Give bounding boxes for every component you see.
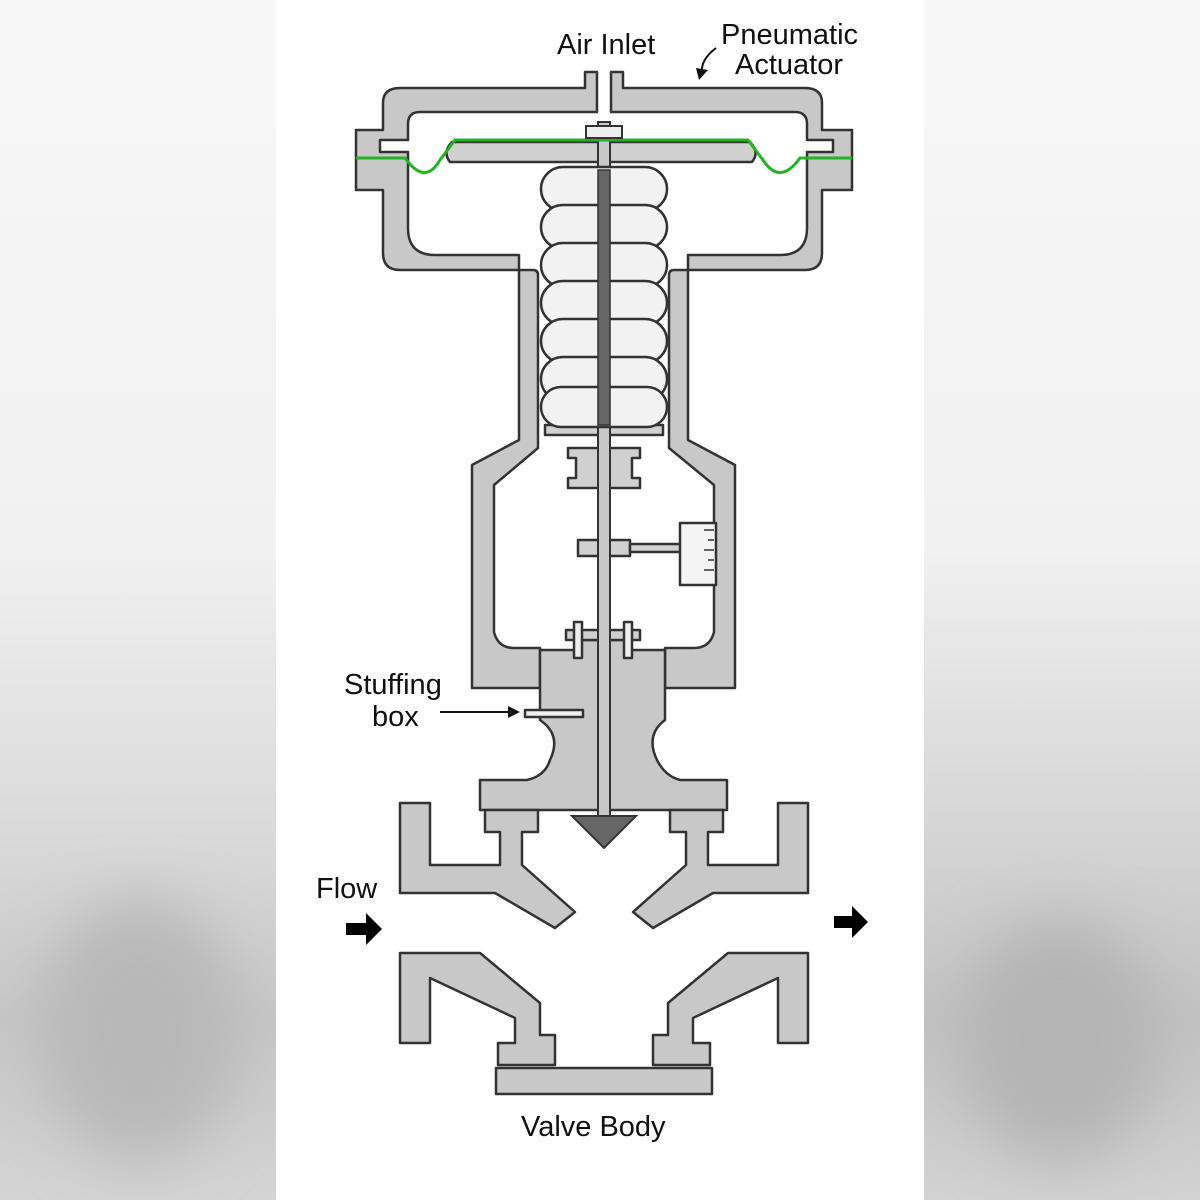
valve-plug	[569, 815, 639, 850]
valve-body-lower-left	[398, 951, 557, 1067]
valve-body-upper-left	[398, 801, 577, 930]
flow-inlet-arrow	[346, 913, 382, 945]
actuator-housing-right	[609, 70, 854, 690]
pneumatic-actuator-label-line1: Pneumatic	[721, 19, 858, 51]
air-inlet-label: Air Inlet	[557, 29, 655, 61]
stuffing-box-packing	[523, 708, 585, 719]
actuator-housing-left	[354, 70, 599, 690]
valve-body-lower-right	[651, 951, 810, 1067]
valve-body-upper-right	[631, 801, 810, 930]
stem-nut	[585, 125, 623, 139]
travel-scale-ticks	[704, 529, 714, 571]
gland-bolt-right	[622, 620, 634, 660]
stem-through-spring	[597, 169, 611, 426]
stuffing-box-label-line2: box	[372, 701, 419, 733]
travel-scale	[678, 521, 718, 587]
stuffing-box-leader	[440, 706, 520, 718]
pneumatic-actuator-pointer	[696, 47, 717, 80]
diaphragm	[356, 138, 852, 174]
stuffing-box-label-line1: Stuffing	[344, 669, 442, 701]
flow-outlet-arrow	[834, 906, 868, 938]
background-shadow	[960, 920, 1160, 1160]
background-shadow	[40, 900, 240, 1160]
pneumatic-actuator-label-line2: Actuator	[735, 49, 843, 81]
travel-indicator-arm	[628, 542, 688, 554]
valve-bottom-cap	[494, 1066, 714, 1096]
valve-body-label: Valve Body	[521, 1111, 666, 1143]
flow-label: Flow	[316, 873, 378, 905]
gland-bolt-left	[572, 620, 584, 660]
